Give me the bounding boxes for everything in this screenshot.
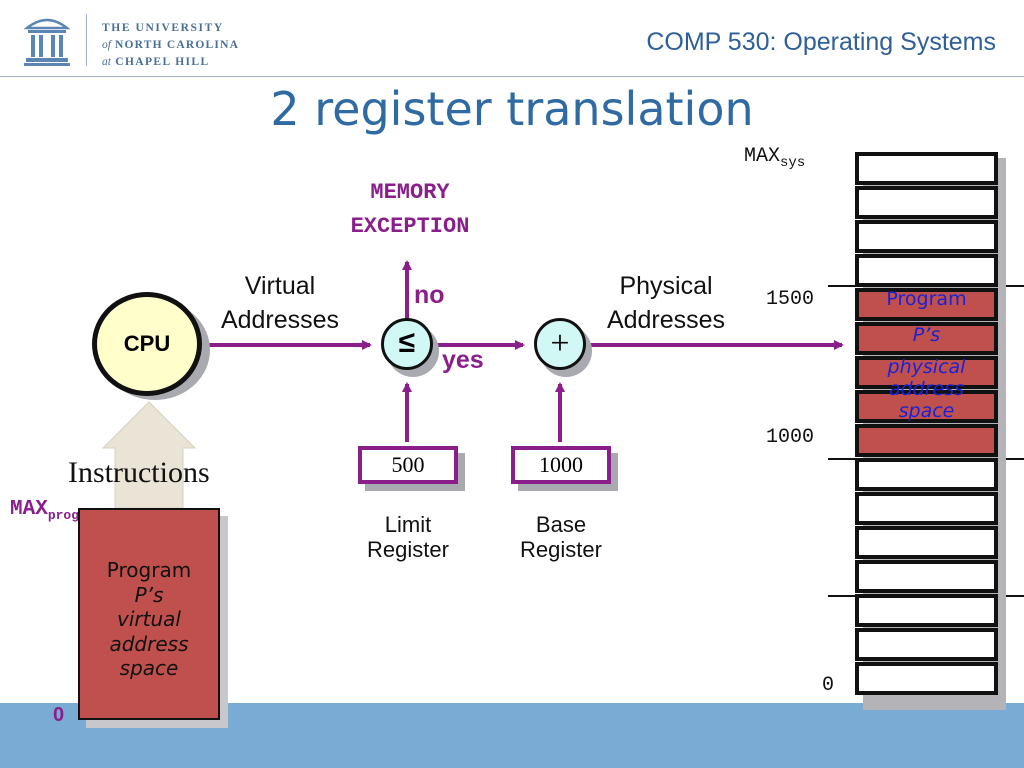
virtual-space-line-1: Program bbox=[106, 558, 192, 582]
adder-symbol: + bbox=[550, 325, 570, 362]
max-sys-label: MAXsys bbox=[744, 145, 805, 171]
memory-cell-program bbox=[855, 390, 998, 423]
university-line-2-prefix: of bbox=[102, 39, 111, 51]
virtual-address-space: Program P’s virtual address space bbox=[78, 508, 220, 720]
exception-line-1: MEMORY bbox=[370, 180, 450, 205]
memory-cell bbox=[855, 186, 998, 219]
compare-node: ≤ bbox=[381, 318, 433, 370]
cpu-label: CPU bbox=[123, 331, 171, 356]
instructions-label: Instructions bbox=[68, 456, 210, 489]
university-line-2: NORTH CAROLINA bbox=[115, 39, 240, 51]
physical-address-space-label: Program P’s physical address space bbox=[855, 287, 998, 423]
max-prog-sub: prog bbox=[47, 508, 80, 524]
base-register-box: 1000 bbox=[511, 446, 611, 484]
compare-symbol: ≤ bbox=[398, 326, 416, 359]
limit-line-2: Register bbox=[367, 537, 449, 562]
max-sys-sub: sys bbox=[780, 155, 806, 171]
max-prog-text: MAX bbox=[10, 498, 48, 521]
limit-line-1: Limit bbox=[384, 512, 432, 537]
header-divider bbox=[0, 76, 1024, 77]
physical-line-1: Physical bbox=[619, 272, 713, 300]
physical-space-line-4: address bbox=[888, 378, 965, 400]
university-line-3: CHAPEL HILL bbox=[115, 56, 210, 68]
physical-space-line-3: physical bbox=[887, 356, 966, 378]
no-label: no bbox=[414, 281, 445, 309]
address-0: 0 bbox=[822, 674, 835, 697]
physical-addresses-label: Physical Addresses bbox=[586, 269, 746, 337]
memory-cell bbox=[855, 492, 998, 525]
virtual-line-2: Addresses bbox=[220, 306, 340, 334]
max-prog-label: MAXprog bbox=[10, 498, 79, 523]
virtual-space-line-4: address bbox=[109, 631, 189, 656]
memory-cell bbox=[855, 594, 998, 627]
slide-title: 2 register translation bbox=[270, 82, 754, 136]
memory-cell bbox=[855, 254, 998, 287]
exception-label: MEMORY EXCEPTION bbox=[300, 176, 520, 244]
adder-node: + bbox=[534, 318, 586, 370]
limit-value: 500 bbox=[391, 452, 425, 477]
address-1500: 1500 bbox=[766, 288, 815, 311]
physical-space-line-2: P’s bbox=[912, 324, 941, 346]
university-line-3-prefix: at bbox=[102, 56, 111, 68]
virtual-space-line-3: virtual bbox=[117, 607, 181, 631]
memory-cell bbox=[855, 560, 998, 593]
address-1000: 1000 bbox=[766, 426, 815, 449]
university-name: THE UNIVERSITY of NORTH CAROLINA at CHAP… bbox=[102, 20, 239, 71]
instructions-arrow bbox=[101, 401, 197, 509]
virtual-line-1: Virtual bbox=[244, 272, 316, 300]
memory-cell-program bbox=[855, 322, 998, 355]
exception-line-2: EXCEPTION bbox=[350, 214, 470, 239]
memory-cell-program bbox=[855, 356, 998, 389]
memory-cell bbox=[855, 662, 998, 695]
memory-cell bbox=[855, 526, 998, 559]
course-title: COMP 530: Operating Systems bbox=[646, 28, 996, 56]
base-line-2: Register bbox=[520, 537, 602, 562]
base-line-1: Base bbox=[535, 512, 587, 537]
memory-cell bbox=[855, 220, 998, 253]
base-register-label: Base Register bbox=[491, 512, 631, 562]
memory-cell-program bbox=[855, 424, 998, 457]
unc-logo-icon bbox=[22, 14, 72, 68]
virtual-space-line-2: P’s bbox=[134, 582, 164, 607]
memory-cell bbox=[855, 152, 998, 185]
logo-divider bbox=[86, 14, 87, 66]
zero-prog-label: 0 bbox=[53, 704, 65, 726]
virtual-space-line-5: space bbox=[119, 656, 179, 680]
virtual-addresses-label: Virtual Addresses bbox=[200, 269, 360, 337]
yes-label: yes bbox=[442, 346, 484, 374]
max-sys-text: MAX bbox=[744, 145, 781, 168]
university-line-1: THE UNIVERSITY bbox=[102, 22, 224, 34]
memory-cell-program bbox=[855, 288, 998, 321]
base-value: 1000 bbox=[539, 452, 583, 477]
physical-space-line-1: Program bbox=[886, 288, 967, 310]
physical-space-line-5: space bbox=[898, 400, 955, 422]
limit-register-label: Limit Register bbox=[338, 512, 478, 562]
physical-line-2: Addresses bbox=[606, 306, 726, 334]
cpu-node: CPU bbox=[92, 292, 202, 396]
limit-register-box: 500 bbox=[358, 446, 458, 484]
memory-cell bbox=[855, 628, 998, 661]
memory-cell bbox=[855, 458, 998, 491]
